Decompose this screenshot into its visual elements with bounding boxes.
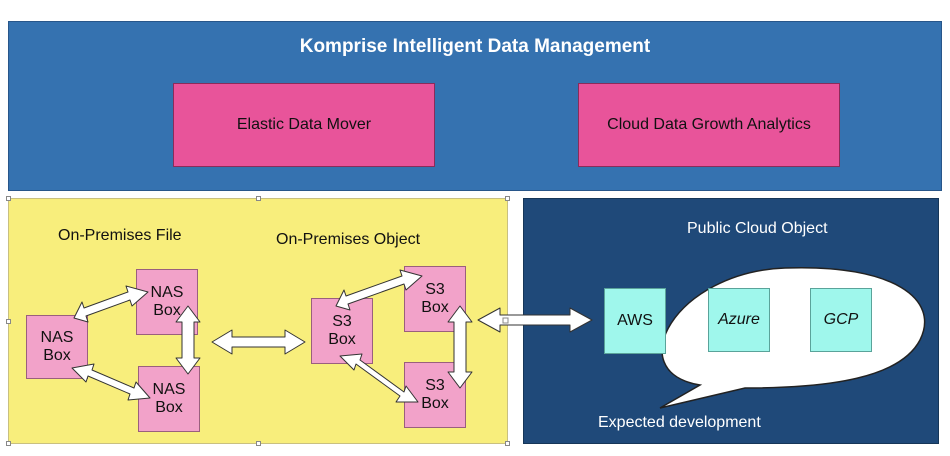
cloud-data-growth-analytics-box: Cloud Data Growth Analytics: [578, 83, 840, 167]
selection-handle[interactable]: [256, 196, 261, 201]
double-arrow: [211, 329, 306, 355]
selection-handle[interactable]: [6, 441, 11, 446]
double-arrow: [175, 305, 201, 375]
gcp-box: GCP: [810, 288, 872, 352]
double-arrow: [71, 363, 151, 401]
selection-handle[interactable]: [6, 196, 11, 201]
selection-handle[interactable]: [256, 441, 261, 446]
aws-box: AWS: [604, 288, 666, 354]
double-arrow: [73, 285, 149, 323]
on-premises-file-label: On-Premises File: [58, 227, 182, 244]
nas-box: NAS Box: [26, 315, 88, 379]
azure-box: Azure: [708, 288, 770, 352]
expected-development-callout: [659, 266, 926, 409]
public-cloud-object-label: Public Cloud Object: [687, 220, 828, 237]
s3-box: S3 Box: [311, 298, 373, 364]
elastic-data-mover-box: Elastic Data Mover: [173, 83, 435, 167]
selection-handle[interactable]: [505, 196, 510, 201]
double-arrow: [477, 307, 593, 333]
selection-handle[interactable]: [505, 441, 510, 446]
selection-handle: [502, 317, 509, 324]
double-arrow: [339, 353, 419, 403]
double-arrow: [335, 269, 423, 311]
double-arrow: [447, 305, 473, 389]
selection-handle[interactable]: [6, 319, 11, 324]
diagram-title: Komprise Intelligent Data Management: [299, 36, 651, 57]
nas-box: NAS Box: [138, 366, 200, 432]
expected-development-label: Expected development: [598, 414, 761, 431]
on-premises-object-label: On-Premises Object: [276, 231, 421, 248]
